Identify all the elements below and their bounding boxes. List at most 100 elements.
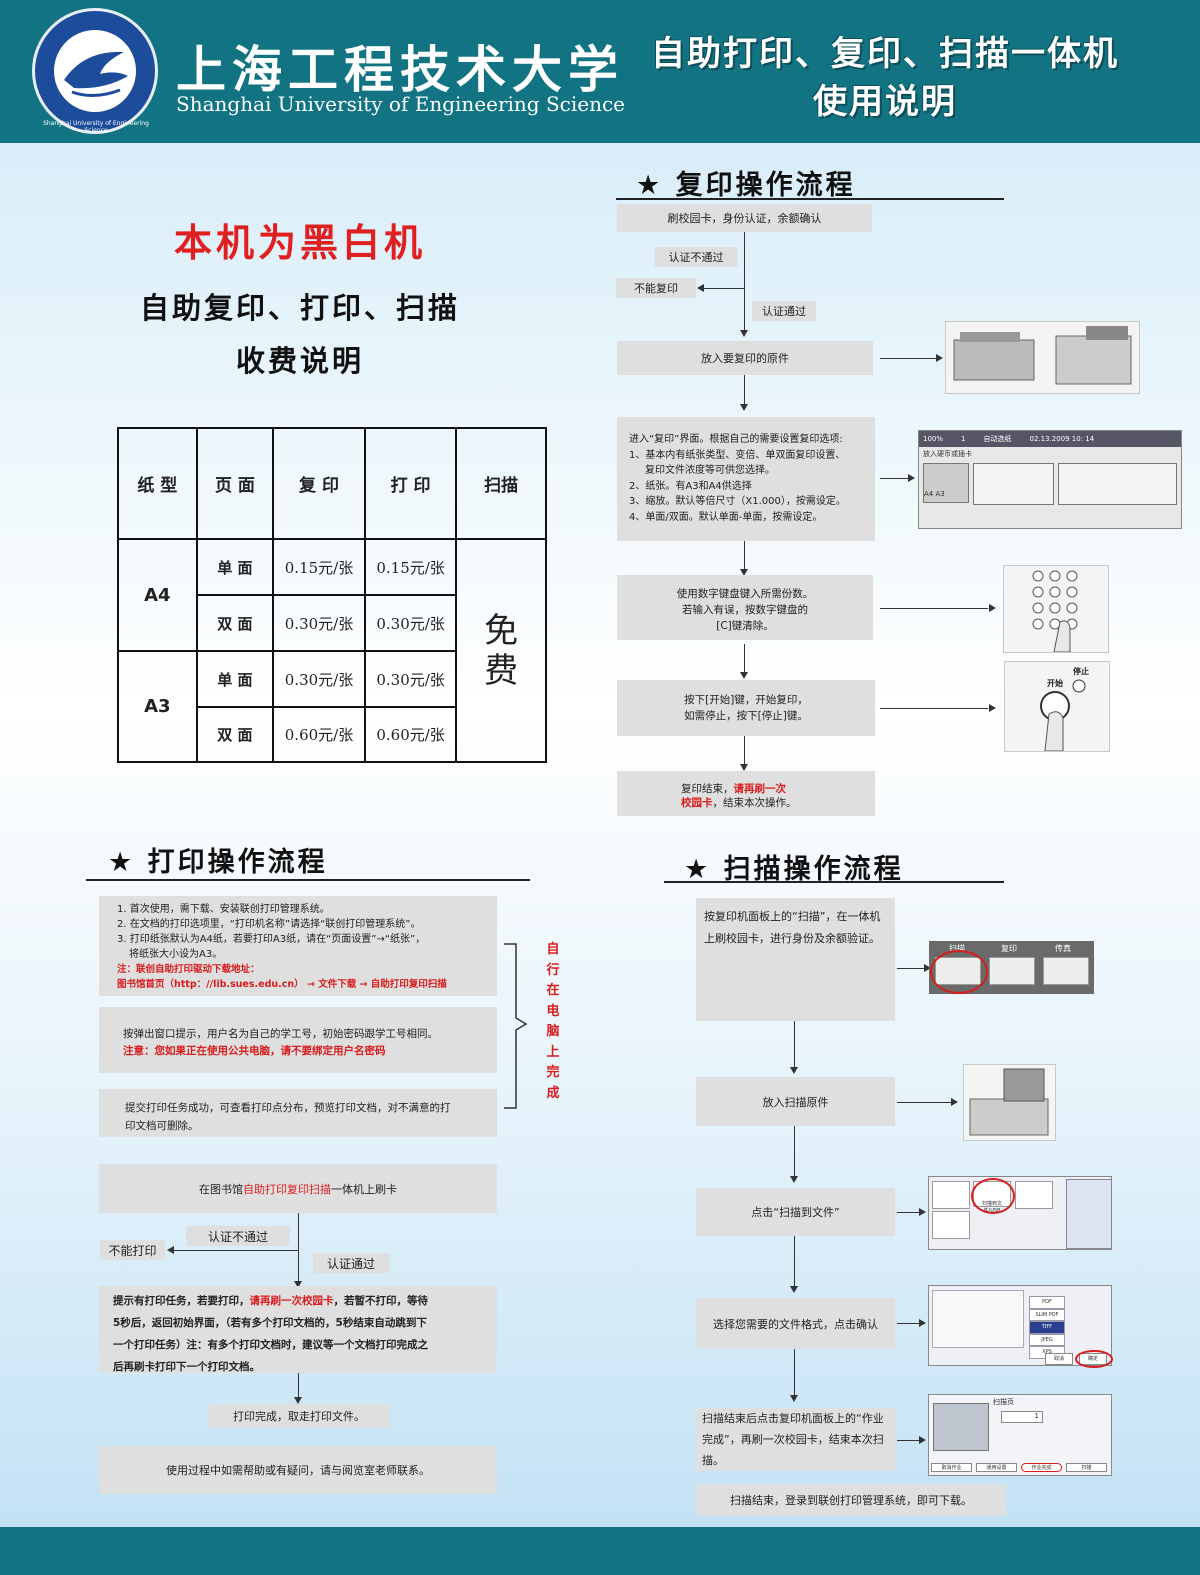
copy-flow-line: [744, 541, 745, 571]
copy-end-text: 复印结束，: [681, 783, 734, 795]
format-cancel-button[interactable]: 取消: [1045, 1353, 1073, 1365]
copy-option-text: 复印文件浓度等可供您选择。: [645, 465, 775, 477]
highlight-circle-icon: [971, 1178, 1015, 1214]
copy-key-icon[interactable]: [989, 957, 1035, 985]
copy-auth-pass: 认证通过: [752, 301, 816, 321]
connector-line: [897, 1102, 951, 1103]
print-flow-line: [298, 1213, 299, 1283]
arrow-down-icon: [740, 404, 748, 411]
settings-button[interactable]: 通用设置: [976, 1463, 1017, 1472]
arrow-down-icon: [740, 569, 748, 576]
print-step-task: 提示有打印任务，若要打印，请再刷一次校园卡，若暂不打印，等待 5秒后，返回初始界…: [99, 1286, 497, 1373]
arrow-right-icon: [989, 604, 996, 612]
scan-step-place: 放入扫描原件: [696, 1077, 895, 1126]
scan-finish-screen: 扫描页 1 取消作业 通用设置 作业完成 扫描: [928, 1394, 1112, 1476]
copy-flow-line: [744, 375, 745, 405]
panel-photo: 扫描 复印 传真: [929, 941, 1094, 994]
connector-line: [897, 1323, 919, 1324]
crane-icon: [64, 51, 128, 97]
copy-option-text: 进入“复印”界面。根据自己的需要设置复印选项:: [629, 434, 843, 445]
copy-screen-ui: 100% 1 自动选纸 02.13.2009 10: 14 放入硬币或插卡 A4…: [918, 430, 1182, 529]
arrow-down-icon: [740, 672, 748, 679]
screen-prompt: 放入硬币或插卡: [923, 450, 972, 458]
format-tiff-button[interactable]: TIFF: [1029, 1321, 1065, 1334]
copy-start-text: 如需停止，按下[停止]键。: [684, 710, 808, 722]
print-flow-line: [298, 1373, 299, 1399]
header-copy: 复 印: [272, 427, 366, 540]
scan-step-panel: 按复印机面板上的“扫描”，在一体机上刷校园卡，进行身份及余额验证。: [696, 898, 895, 1021]
connector-line: [880, 708, 988, 709]
screen-a3: A3: [935, 490, 945, 498]
header-side: 页 面: [195, 427, 275, 540]
scan-flow-line: [794, 1349, 795, 1397]
scan-step-finish: 扫描结束后点击复印机面板上的“作业完成”，再刷一次校园卡，结束本次扫描。: [696, 1408, 895, 1471]
scan-free-2: 费: [484, 650, 519, 691]
print-setup-text: 3. 打印纸张默认为A4纸，若要打印A3纸，请在“页面设置”→“纸张”，: [117, 934, 426, 945]
screen-status: 自动选纸: [983, 435, 1012, 443]
copy-step-options: 进入“复印”界面。根据自己的需要设置复印选项: 1、基本内有纸张类型、变倍、单双…: [617, 417, 875, 541]
screen-date: 02.13.2009 10: 14: [1029, 435, 1095, 443]
arrow-right-icon: [936, 354, 943, 362]
arrow-down-icon: [790, 1176, 798, 1183]
print-box-login: 按弹出窗口提示，用户名为自己的学工号，初始密码跟学工号相同。 注意：您如果正在使…: [99, 1007, 497, 1073]
format-slim-pdf-button[interactable]: SLIM PDF: [1029, 1308, 1065, 1321]
copy-flow-line: [744, 736, 745, 766]
connector-line: [880, 478, 908, 479]
cancel-job-button[interactable]: 取消作业: [931, 1463, 972, 1472]
a3-double-print: 0.60元/张: [363, 706, 458, 763]
connector-line: [897, 968, 924, 969]
print-task-text: ，若暂不打印，等待: [333, 1295, 429, 1307]
print-submit-text: 提交打印任务成功，可查看打印点分布，预览打印文档，对不满意的打: [125, 1102, 451, 1114]
print-task-text: 提示有打印任务，若要打印，: [113, 1295, 250, 1307]
scan-start-button[interactable]: 扫描: [1066, 1463, 1107, 1472]
copy-option-text: 1、基本内有纸张类型、变倍、单双面复印设置、: [629, 449, 846, 461]
side-panel: [1066, 1179, 1112, 1249]
a3-double-copy: 0.60元/张: [272, 706, 366, 763]
arrow-left-icon: [697, 284, 704, 292]
file-icon[interactable]: [932, 1181, 970, 1209]
side-single: 单 面: [195, 650, 275, 708]
print-card-red: 自助打印复印扫描: [243, 1182, 331, 1196]
print-card-text: 在图书馆: [199, 1182, 243, 1196]
connector-line: [897, 1212, 919, 1213]
scan-section-title: ★ 扫描操作流程: [684, 854, 904, 885]
copy-flow-line: [744, 232, 745, 332]
university-name-en: Shanghai University of Engineering Scien…: [176, 92, 626, 116]
job-done-button[interactable]: 作业完成: [1021, 1463, 1062, 1472]
print-cannot: 不能打印: [100, 1240, 165, 1260]
format-pdf-button[interactable]: PDF: [1029, 1296, 1065, 1309]
print-card-text: 一体机上刷卡: [331, 1182, 397, 1196]
scan-step-format: 选择您需要的文件格式，点击确认: [696, 1298, 895, 1349]
start-button-icon: [1040, 679, 1086, 752]
arrow-down-icon: [294, 1397, 302, 1404]
arrow-down-icon: [294, 1281, 302, 1288]
format-jpeg-button[interactable]: JPEG: [1029, 1333, 1065, 1346]
print-driver-link[interactable]: 图书馆首页（http：//lib.sues.edu.cn） → 文件下载 → 自…: [117, 979, 447, 990]
highlight-circle-icon: [1075, 1350, 1113, 1368]
mail-icon[interactable]: [1015, 1181, 1053, 1209]
fee-subtitle-1: 自助复印、打印、扫描: [139, 291, 460, 325]
connector-line: [897, 1440, 919, 1441]
scan-flow-line: [794, 1236, 795, 1288]
web-icon[interactable]: [932, 1211, 970, 1239]
copy-end-red: 校园卡: [681, 797, 713, 809]
scan-title-underline: [664, 881, 1004, 883]
arrow-right-icon: [919, 1208, 926, 1216]
fee-subtitle-2: 收费说明: [235, 344, 364, 378]
scanner-glass-photo: [963, 1064, 1056, 1141]
arrow-left-icon: [167, 1246, 174, 1254]
side-note-vertical: 自行在电脑上完成: [546, 942, 560, 1101]
fax-key-icon[interactable]: [1043, 957, 1089, 985]
scan-flow-line: [794, 1126, 795, 1178]
arrow-right-icon: [989, 704, 996, 712]
print-setup-text: 将纸张大小设为A3。: [129, 949, 223, 960]
screen-a4: A4: [924, 490, 934, 498]
format-screen: PDF SLIM PDF TIFF JPEG XPS 取消 确定: [928, 1285, 1113, 1368]
scan-step-download: 扫描结束，登录到联创打印管理系统，即可下载。: [696, 1484, 1006, 1516]
copy-end-text: ，结束本次操作。: [712, 797, 797, 809]
print-help: 使用过程中如需帮助或有疑问，请与阅览室老师联系。: [99, 1446, 497, 1494]
arrow-right-icon: [951, 1098, 958, 1106]
print-step-card: 在图书馆自助打印复印扫描一体机上刷卡: [99, 1164, 497, 1213]
logo-emblem: [54, 30, 136, 112]
paper-a4: A4: [117, 538, 198, 652]
